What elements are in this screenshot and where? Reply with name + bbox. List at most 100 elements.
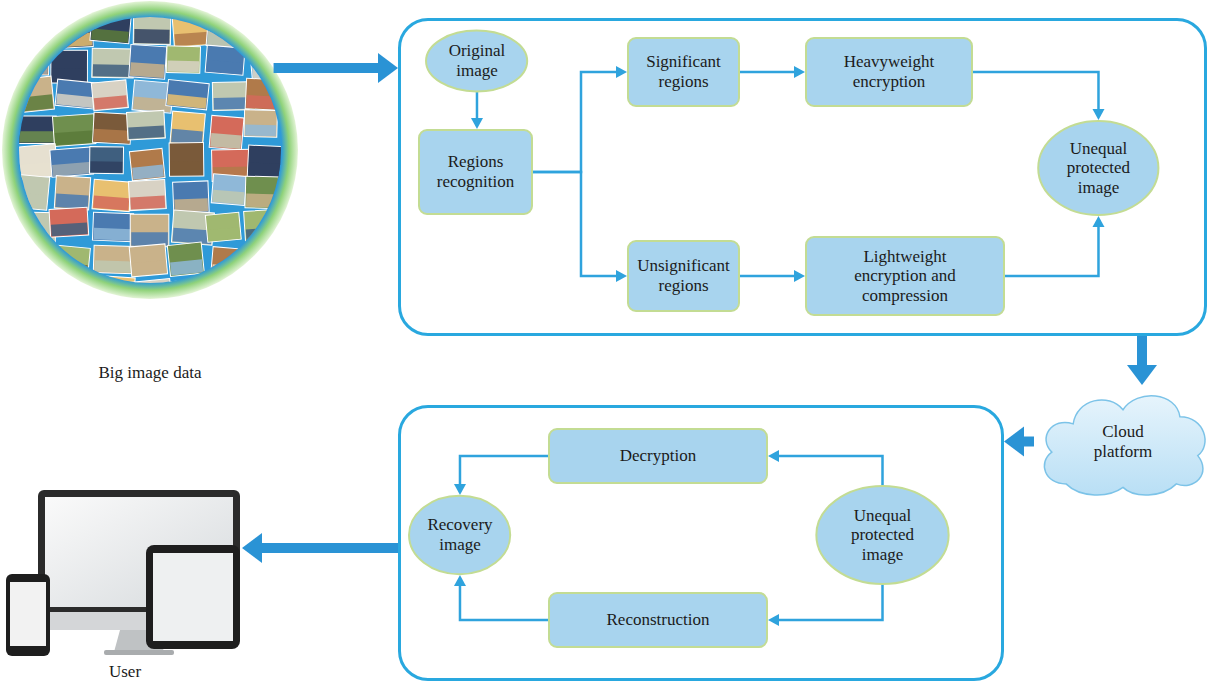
photo-sky — [15, 76, 54, 113]
arrow-head — [1092, 216, 1104, 227]
label-group: Reconstruction — [568, 610, 748, 630]
photo-ground — [57, 297, 96, 312]
photo-sky — [15, 116, 56, 144]
arrow-line — [460, 456, 548, 486]
process-box: Unsignificant regions — [627, 240, 740, 312]
photo-sky — [129, 148, 165, 181]
arrow-line — [460, 585, 548, 621]
photo-thumbnail — [55, 280, 97, 314]
photo-thumbnail — [210, 247, 245, 282]
arrow-line — [740, 71, 796, 74]
photo-ground — [94, 290, 133, 304]
photo-ground — [212, 190, 244, 205]
node-label: Original image — [442, 41, 512, 80]
photo-thumbnail — [130, 278, 173, 308]
photo-thumbnail — [170, 279, 210, 314]
photo-sky — [133, 11, 171, 45]
photo-ground — [12, 192, 47, 209]
photo-ground — [285, 262, 323, 275]
photo-sky — [210, 247, 245, 282]
photo-thumbnail — [166, 79, 209, 109]
photo-thumbnail — [10, 241, 44, 274]
arrow-line — [1137, 336, 1147, 367]
node-label: Regions recognition — [428, 152, 523, 191]
photo-sky — [130, 278, 173, 308]
arrow-line — [476, 92, 479, 120]
photo-ground — [94, 95, 128, 110]
photo-sky — [129, 244, 167, 277]
photo-ground — [167, 60, 199, 72]
photo-sky — [212, 82, 249, 111]
photo-ground — [206, 60, 243, 74]
cloud-node: Cloud platform — [1034, 385, 1212, 498]
phone-screen — [10, 582, 46, 646]
photo-sky — [243, 11, 283, 44]
photo-sky — [289, 147, 334, 181]
photo-thumbnail — [212, 82, 249, 111]
photo-thumbnail — [129, 148, 165, 181]
photo-sky — [282, 211, 321, 240]
photo-thumbnail — [249, 239, 293, 271]
photo-ground — [170, 161, 203, 175]
photo-ground — [52, 162, 93, 176]
arrow-head — [1092, 109, 1104, 120]
arrow-head — [616, 270, 627, 282]
node-label: Unsignificant regions — [636, 256, 731, 295]
photo-ground — [252, 254, 293, 269]
photo-sky — [50, 147, 94, 177]
photo-ground — [207, 31, 241, 48]
photo-ground — [132, 260, 167, 275]
photo-ground — [249, 293, 286, 307]
arrow-line — [533, 172, 618, 276]
photo-ground — [130, 62, 165, 78]
arrow-line — [274, 63, 380, 73]
photo-sky — [92, 48, 134, 78]
device-outline — [36, 488, 242, 634]
flow-arrow — [533, 172, 627, 282]
photo-thumbnail — [126, 110, 165, 140]
recovery-panel: DecryptionRecovery imageUnequal protecte… — [398, 405, 1004, 681]
photo-ground — [172, 297, 209, 313]
photo-sky — [13, 45, 49, 75]
node-label: Lightweight encryption and compression — [845, 247, 965, 306]
data-ellipse: Original image — [425, 30, 528, 92]
photo-ground — [285, 29, 319, 44]
photo-thumbnail — [284, 80, 323, 111]
photo-sky — [245, 78, 287, 110]
photo-ground — [18, 94, 53, 111]
phone-body — [6, 574, 50, 656]
node-label: Heavyweight encryption — [819, 52, 959, 91]
label-group: Original image — [442, 41, 512, 80]
arrow-line — [533, 72, 618, 172]
photo-thumbnail — [49, 207, 89, 237]
flow-arrow — [1004, 427, 1034, 457]
photo-thumbnail — [172, 16, 210, 47]
photo-ground — [130, 196, 165, 210]
photo-ground — [14, 61, 48, 74]
photo-thumbnail — [91, 80, 128, 111]
flow-arrow — [768, 585, 883, 626]
photo-ground — [16, 131, 55, 142]
flow-arrow — [533, 66, 627, 172]
arrow-head — [768, 614, 779, 626]
photo-sky — [11, 174, 49, 210]
photo-ground — [11, 258, 43, 272]
photo-ground — [56, 94, 96, 109]
label-group: Cloud platform — [1078, 422, 1168, 461]
photo-thumbnail — [170, 111, 205, 146]
node-label: Unequal protected image — [838, 506, 928, 565]
photo-ground — [208, 227, 240, 241]
photo-sky — [282, 12, 320, 46]
photo-ground — [245, 125, 276, 137]
arrow-head — [1127, 365, 1157, 385]
photo-thumbnail — [133, 11, 171, 45]
photo-ground — [246, 95, 285, 110]
arrow-head — [471, 118, 483, 129]
photo-ground — [285, 95, 320, 110]
cloud-shape — [1044, 396, 1205, 495]
photo-sky — [128, 179, 166, 210]
photo-ground — [18, 230, 54, 244]
photo-thumbnail — [290, 110, 324, 138]
